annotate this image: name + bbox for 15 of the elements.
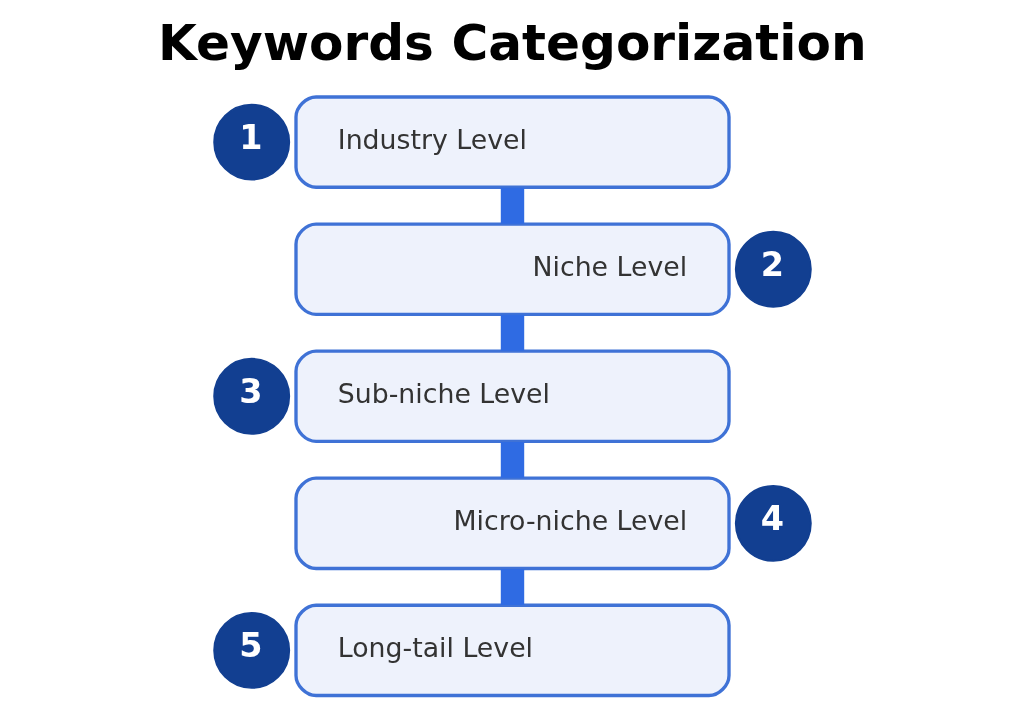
connector (500, 569, 524, 605)
diagram-title: Keywords Categorization (157, 13, 867, 73)
connector (500, 441, 524, 478)
node-box: Long-tail Level (293, 603, 731, 698)
node-box: Sub-niche Level (293, 349, 731, 444)
node-circle: 1 (212, 103, 290, 181)
node-box: Industry Level (293, 95, 731, 189)
node-box: Micro-niche Level (293, 476, 731, 571)
node-circle: 3 (212, 357, 290, 435)
node-circle: 5 (212, 611, 290, 689)
connector (500, 187, 524, 224)
connector (500, 314, 524, 351)
node-box: Niche Level (293, 222, 731, 317)
node-circle: 4 (734, 484, 812, 562)
node-circle: 2 (734, 230, 812, 308)
